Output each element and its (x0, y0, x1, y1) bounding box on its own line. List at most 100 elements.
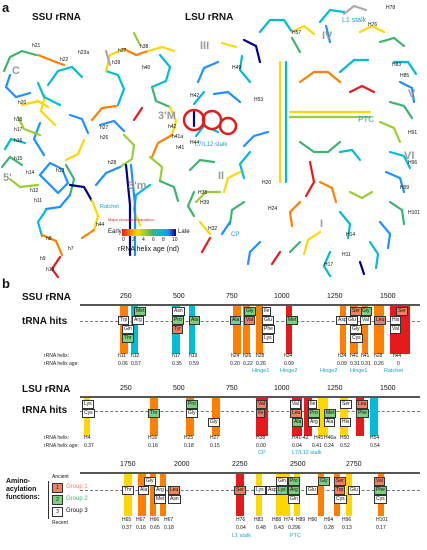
trna-box: Arg (288, 486, 300, 495)
trna-box: Ile (308, 400, 318, 409)
ssu-helix-label: h16 (14, 138, 23, 144)
ssu-secondary-structure (0, 31, 180, 279)
ssu-helix-age: 0.09 (284, 361, 294, 367)
lsu2-helix-id: H67 (164, 517, 174, 523)
trna-box: Thr (122, 334, 134, 343)
trna-box: Ser (350, 307, 362, 316)
lsu-domain-v: V (408, 88, 416, 100)
ssu-band (286, 306, 292, 354)
trna-box: Ser (234, 486, 246, 495)
ssu-helix-id: h12 (131, 353, 140, 359)
trna-box: Ser (334, 477, 346, 486)
lsu-helix-id: H41-42 (292, 435, 309, 441)
lsu2-helix-age: 0.18 (136, 525, 146, 531)
lsu-helix-label: H24 (268, 206, 278, 212)
l1-stalk-b-annotation: L1 stalk (232, 533, 251, 539)
ssu-helix-label: h38 (140, 44, 149, 50)
ssu-helix-label: h17 (14, 127, 23, 133)
trna-box: Ile (262, 307, 272, 316)
trna-box: Val (390, 325, 401, 334)
trna-box: Thr (122, 486, 134, 495)
ssu-helix-age: 0.57 (131, 361, 141, 367)
lsu2-tick: 2250 (232, 461, 248, 468)
ssu-helix-label: h12 (30, 188, 39, 194)
lsu-helix-label: H14 (346, 232, 356, 238)
ssu-helix-id: h41 (361, 353, 370, 359)
ssu-helix-age: 0.35 (172, 361, 182, 367)
trna-box: Ala (138, 486, 150, 495)
ssu-row-label: tRNA hits (22, 316, 68, 327)
lsu-helix-label: H39 (200, 200, 210, 206)
lsu2-helix-id: H90 (308, 517, 318, 523)
lsu-helix-age: 0.00 (256, 443, 266, 449)
legend-recent: Recent (52, 520, 68, 526)
lsu-helix-age: 0.04 (292, 443, 302, 449)
trna-box: Pro (288, 477, 300, 486)
ssu-helix-id: h44 (393, 353, 402, 359)
trna-box: Glu (262, 316, 274, 325)
trna-box: Phe (374, 486, 387, 495)
ssu-helix-id: h17 (172, 353, 181, 359)
lsu2-helix-age: 0.296 (288, 525, 301, 531)
ssu-helix-label: h39 (112, 60, 121, 66)
ssu-helix-label: h26 (100, 135, 109, 141)
ssu-band (233, 306, 241, 354)
ssu-helix-label: h41 (176, 145, 185, 151)
trna-box: Lys (254, 486, 266, 495)
l7l12-b-annotation: L7/L12 stalk (292, 450, 322, 456)
lsu-helix-label: H78 (386, 5, 396, 11)
lsu-domain-vi: VI (404, 150, 415, 162)
ssu-helix-age: 0.59 (189, 361, 199, 367)
lsu-domain-iv: IV (322, 30, 333, 42)
lsu2-helix-id: H67 (136, 517, 146, 523)
lsu-helix-label: H11 (342, 252, 351, 258)
colorbar-tick: 8 (162, 237, 165, 243)
ssu-helix-label: h28 (108, 160, 117, 166)
lsu-helix-id: H46a (324, 435, 336, 441)
trna-box: Met (154, 495, 167, 504)
trna-box: Cys (350, 334, 363, 343)
ssu-tick: 1000 (274, 293, 290, 300)
lsu-tick: 750 (226, 385, 238, 392)
ssu-helix-label: h23a (78, 50, 90, 56)
lsu-tick: 1000 (274, 385, 290, 392)
trna-box: Met (286, 316, 299, 325)
trna-box: Trp (334, 486, 346, 495)
lsu-helix-id: H54 (370, 435, 380, 441)
ssu-band (362, 306, 368, 354)
trna-box: Lys (262, 334, 274, 343)
legend-title-line: functions: (6, 494, 40, 501)
lsu2-helix-id: H89 (296, 517, 306, 523)
trna-box: Ala (230, 316, 242, 325)
ssu-helix-age: 0.06 (118, 361, 128, 367)
lsu-helix-id: H45 (314, 435, 324, 441)
lsu-secondary-structure (182, 4, 418, 278)
lsu2-band (124, 474, 132, 516)
lsu-helix-label: H53 (254, 97, 264, 103)
trna-box: Asn (172, 307, 185, 316)
ssu-helix-id: h28 (256, 353, 265, 359)
trna-box: Gly (318, 477, 330, 486)
lsu-helix-age: 0.41 (312, 443, 322, 449)
lsu2-axis-line (80, 472, 420, 474)
trna-box: Lys (276, 486, 288, 495)
panel-a-letter: a (2, 0, 10, 15)
trna-box: Leu (356, 400, 369, 409)
legend-group-2-swatch: 2 (52, 495, 63, 505)
lsu2-band (236, 474, 244, 516)
lsu2-helix-age: 0.48 (256, 525, 266, 531)
lsu-helix-id: H25 (184, 435, 194, 441)
trna-box: Gln (122, 325, 134, 334)
colorbar-tick: 10 (172, 237, 178, 243)
legend-group-3-swatch: 3 (52, 507, 63, 517)
trna-box: Arg (132, 316, 144, 325)
trna-box: Tyr (172, 325, 183, 334)
lsu2-band (318, 474, 324, 516)
ssu-helix-id: h34 (338, 353, 347, 359)
ssu-tick: 1250 (327, 293, 343, 300)
lsu-tick: 1250 (327, 385, 343, 392)
lsu-band (340, 398, 348, 436)
hinge-annotation: Ratchet (384, 368, 403, 374)
lsu2-tick: 1750 (120, 461, 136, 468)
trna-box: Phe (262, 325, 275, 334)
